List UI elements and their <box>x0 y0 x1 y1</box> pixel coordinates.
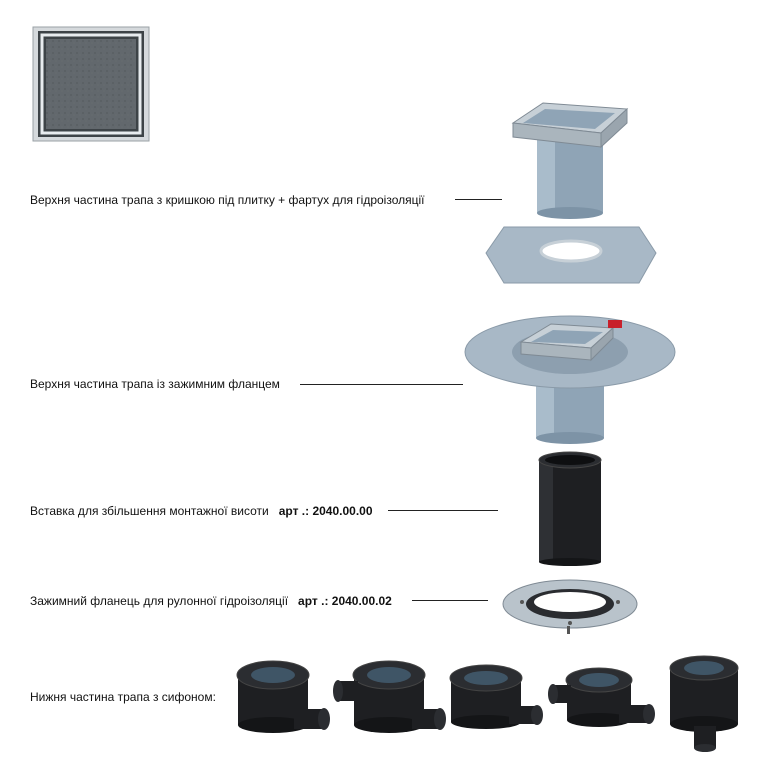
label-upper-flange: Верхня частина трапа із зажимним фланцем <box>30 377 280 391</box>
leader-line-upper-flange <box>300 384 463 385</box>
article-number: арт .: 2040.00.02 <box>298 594 392 608</box>
waterproofing-membrane-image <box>485 226 657 284</box>
siphon-bottom-1-image <box>236 660 330 733</box>
article-number: арт .: 2040.00.00 <box>278 504 373 518</box>
siphon-bottom-3-image <box>449 664 543 729</box>
label-upper-tile: Верхня частина трапа з кришкою під плитк… <box>30 193 425 207</box>
leader-line-upper-tile <box>455 199 502 200</box>
tile-cover-image <box>32 26 150 142</box>
leader-line-extension <box>388 510 498 511</box>
leader-line-clamp-flange <box>412 600 488 601</box>
siphon-bottom-4-image <box>548 667 655 727</box>
siphon-bottom-2-image <box>333 660 446 733</box>
label-clamp-flange: Зажимний фланець для рулонної гідроізоля… <box>30 594 392 608</box>
clamp-flange-ring-image <box>502 579 638 634</box>
siphon-bottom-5-image <box>669 655 739 752</box>
extension-piece-image <box>538 451 602 566</box>
label-lower-siphon: Нижня частина трапа з сифоном: <box>30 690 216 704</box>
drain-top-flange-image <box>464 315 676 444</box>
drain-top-tile-image <box>511 102 629 219</box>
